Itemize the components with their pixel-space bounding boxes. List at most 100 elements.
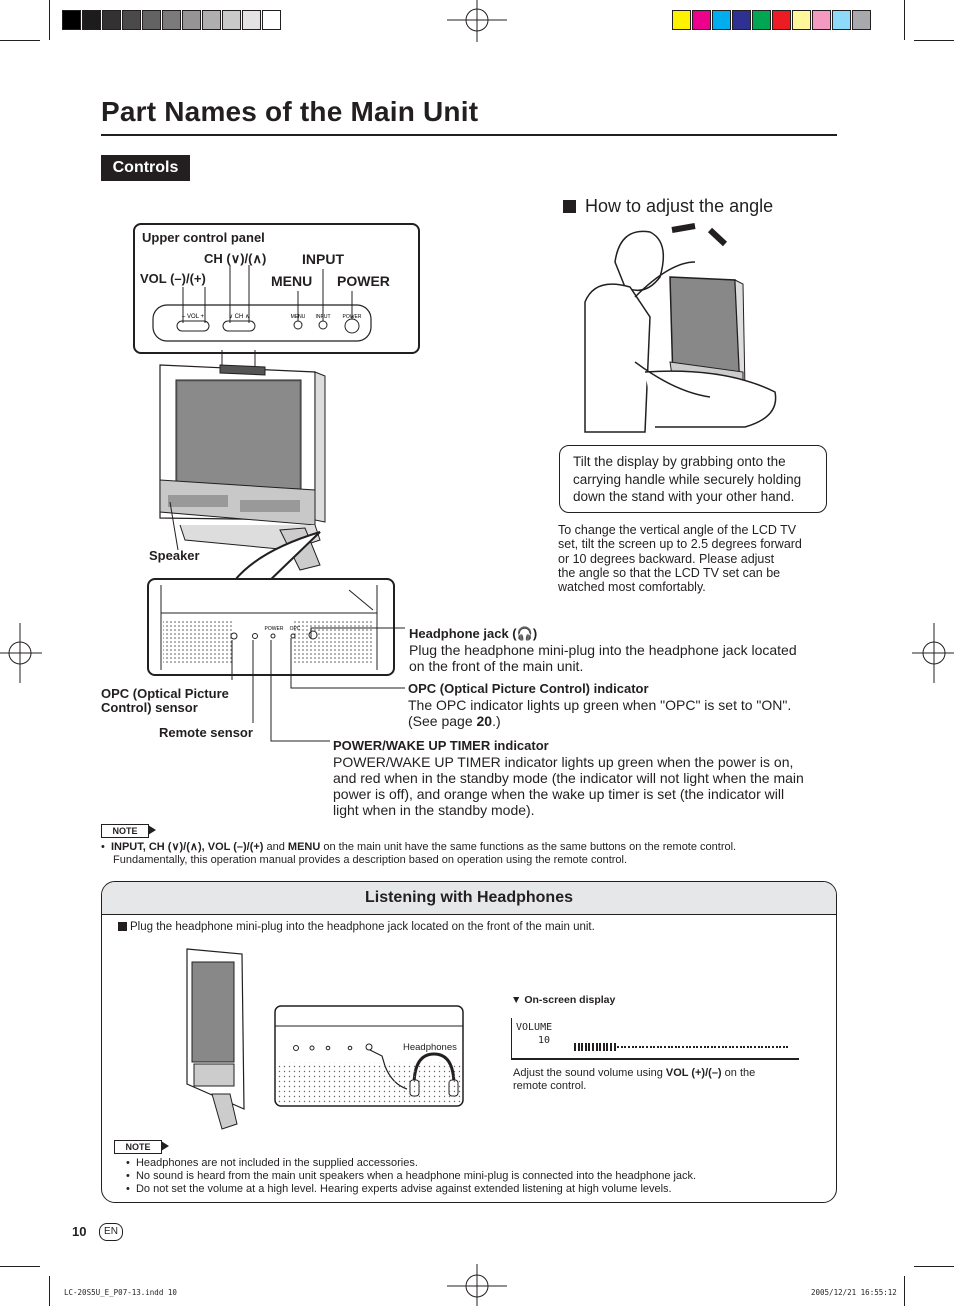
- osd-volume-segment: [732, 1046, 735, 1048]
- osd-volume-segment: [761, 1046, 764, 1048]
- color-swatch: [692, 10, 711, 30]
- osd-volume-segment: [646, 1046, 648, 1048]
- footer-timestamp: 2005/12/21 16:55:12: [811, 1288, 897, 1297]
- osd-heading: ▼ On-screen display: [511, 994, 616, 1006]
- square-bullet-icon: [118, 922, 127, 931]
- osd-volume-segment: [725, 1046, 728, 1048]
- osd-volume-segment: [786, 1046, 789, 1048]
- osd-volume-segment: [714, 1046, 717, 1048]
- osd-volume-segment: [764, 1046, 767, 1048]
- gray-swatch: [162, 10, 181, 30]
- color-swatch: [732, 10, 751, 30]
- osd-volume-segment: [581, 1043, 584, 1051]
- osd-volume-segment: [664, 1046, 666, 1048]
- osd-volume-segment: [739, 1046, 742, 1048]
- gray-swatch: [202, 10, 221, 30]
- osd-volume-segment: [584, 1043, 587, 1051]
- osd-volume-segment: [710, 1046, 713, 1048]
- note-arrow-icon: [161, 1141, 169, 1151]
- osd-volume-segment: [678, 1046, 681, 1048]
- front-opc-tiny: OPC: [290, 626, 301, 632]
- tiny-vol-text: – VOL +: [182, 314, 204, 320]
- tv-illustration: [159, 350, 326, 587]
- headphones-section-title: Listening with Headphones: [364, 889, 573, 906]
- tiny-input-text: INPUT: [316, 314, 331, 320]
- osd-volume-segment: [577, 1043, 580, 1051]
- osd-volume-segment: [685, 1046, 688, 1048]
- osd-volume-segment: [660, 1046, 663, 1048]
- osd-volume-segment: [700, 1046, 702, 1048]
- gray-swatch: [222, 10, 241, 30]
- osd-volume-segment: [595, 1043, 598, 1051]
- osd-volume-segment: [638, 1046, 641, 1048]
- opc-sensor-label: OPC (Optical Picture Control) sensor: [101, 686, 229, 715]
- osd-volume-segment: [746, 1046, 749, 1048]
- osd-volume-segment: [574, 1043, 576, 1051]
- osd-volume-segment: [599, 1043, 602, 1051]
- osd-adjust-text: Adjust the sound volume using VOL (+)/(–…: [513, 1067, 756, 1092]
- osd-volume-segment: [674, 1046, 677, 1048]
- osd-volume-segment: [610, 1043, 612, 1051]
- osd-volume-segment: [624, 1046, 627, 1048]
- person-adjusting-tv-illustration: [584, 223, 777, 433]
- gray-swatch: [122, 10, 141, 30]
- color-swatch: [792, 10, 811, 30]
- osd-volume-segment: [617, 1046, 620, 1048]
- osd-volume-segment: [750, 1046, 753, 1048]
- note-controls-text: • INPUT, CH (∨)/(∧), VOL (–)/(+) and MEN…: [101, 841, 737, 866]
- angle-paragraph: To change the vertical angle of the LCD …: [558, 523, 802, 595]
- osd-volume-segment: [667, 1046, 670, 1048]
- note-badge: NOTE: [101, 824, 149, 838]
- osd-volume-segment: [642, 1046, 645, 1048]
- angle-heading: How to adjust the angle: [585, 196, 774, 216]
- note-item: • No sound is heard from the main unit s…: [126, 1170, 697, 1182]
- gray-swatch: [102, 10, 121, 30]
- osd-volume-segment: [602, 1043, 605, 1051]
- down-triangle-icon: ▼: [511, 994, 525, 1006]
- tiny-menu-text: MENU: [291, 314, 306, 320]
- menu-label: MENU: [271, 273, 313, 289]
- speaker-label: Speaker: [149, 548, 200, 563]
- osd-volume-segment: [721, 1046, 724, 1048]
- color-swatch: [832, 10, 851, 30]
- headphones-section: Listening with Headphones Plug the headp…: [101, 881, 837, 1203]
- osd-volume-bar: [574, 1043, 794, 1051]
- note-item: • Headphones are not included in the sup…: [126, 1157, 418, 1169]
- osd-volume-segment: [689, 1046, 692, 1048]
- gray-swatch: [62, 10, 81, 30]
- osd-volume-value: 10: [538, 1035, 551, 1046]
- square-bullet-icon: [563, 200, 576, 213]
- gray-swatch: [182, 10, 201, 30]
- osd-volume-segment: [743, 1046, 746, 1048]
- tv-with-headphones-illustration: [186, 948, 464, 1130]
- tiny-ch-text: ∨ CH ∧: [229, 314, 250, 320]
- tilt-instruction-bubble: Tilt the display by grabbing onto the ca…: [559, 445, 827, 513]
- headphones-notes: • Headphones are not included in the sup…: [126, 1157, 696, 1196]
- osd-volume-segment: [696, 1046, 699, 1048]
- osd-volume-segment: [653, 1046, 656, 1048]
- note-item: • Do not set the volume at a high level.…: [126, 1183, 672, 1195]
- color-swatch: [772, 10, 791, 30]
- osd-volume-segment: [754, 1046, 756, 1048]
- osd-volume-segment: [592, 1043, 594, 1051]
- language-badge: EN: [99, 1223, 123, 1241]
- color-swatch: [852, 10, 871, 30]
- remote-sensor-label: Remote sensor: [159, 725, 253, 740]
- opc-indicator-desc: OPC (Optical Picture Control) indicator …: [408, 681, 792, 729]
- osd-volume-segment: [628, 1046, 630, 1048]
- osd-volume-segment: [606, 1043, 609, 1051]
- osd-volume-segment: [703, 1046, 706, 1048]
- color-swatch: [672, 10, 691, 30]
- front-power-tiny: POWER: [265, 626, 284, 632]
- osd-volume-segment: [707, 1046, 710, 1048]
- osd-volume-segment: [631, 1046, 634, 1048]
- osd-volume-segment: [757, 1046, 760, 1048]
- headphones-section-header: [102, 882, 836, 915]
- osd-volume-segment: [692, 1046, 695, 1048]
- page-title: Part Names of the Main Unit: [101, 96, 479, 127]
- osd-volume-segment: [656, 1046, 659, 1048]
- osd-volume-segment: [620, 1046, 623, 1048]
- vol-label: VOL (–)/(+): [140, 271, 206, 286]
- color-swatch: [712, 10, 731, 30]
- note-badge: NOTE: [114, 1140, 162, 1154]
